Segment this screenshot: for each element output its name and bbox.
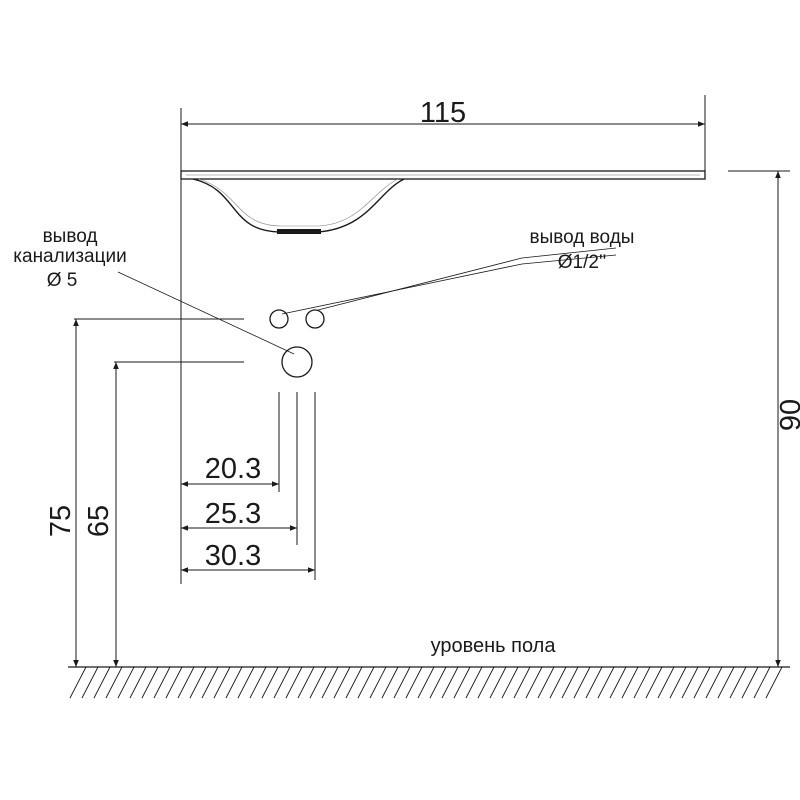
sink-outline (180, 170, 706, 234)
offset-drain-value: 20.3 (205, 453, 261, 485)
leader-lines (117, 247, 617, 355)
drain-height-dimension (113, 361, 244, 667)
water-height-value: 75 (45, 505, 77, 537)
offset-water-2-value: 30.3 (205, 540, 261, 572)
drain-label-line3: Ø 5 (47, 270, 78, 291)
width-dimension (180, 95, 706, 171)
water-outlet-right (305, 309, 325, 329)
offset-dimensions (181, 392, 316, 580)
height-dimension (728, 170, 790, 667)
water-outlet-left (269, 309, 289, 329)
floor-label: уровень пола (431, 635, 557, 657)
water-label-line2: Ø1/2'' (558, 252, 606, 273)
drain-outlet (281, 346, 313, 378)
drain-height-value: 65 (83, 505, 115, 537)
drain-label-line1: вывод (43, 226, 98, 247)
height-value: 90 (775, 399, 800, 431)
water-label-line1: вывод воды (530, 227, 635, 248)
floor (68, 666, 790, 699)
outlets (269, 309, 325, 378)
offset-water-1-value: 25.3 (205, 498, 261, 530)
water-height-dimension (73, 318, 244, 667)
drain-label-line2: канализации (13, 246, 126, 267)
width-value: 115 (420, 97, 466, 129)
